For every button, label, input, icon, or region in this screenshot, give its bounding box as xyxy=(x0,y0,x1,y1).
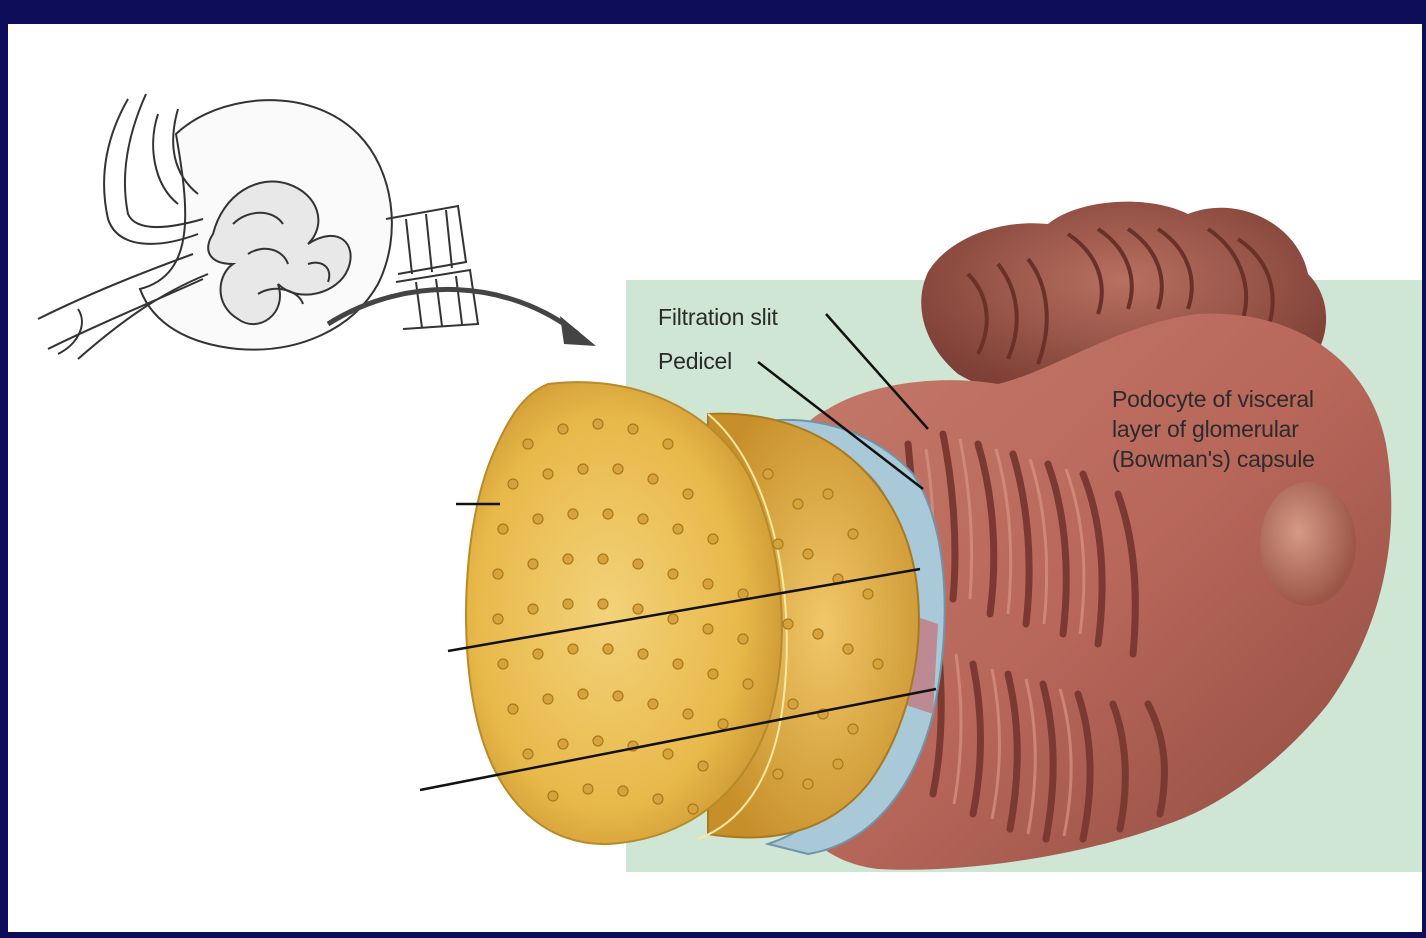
podocyte-label-line-3: (Bowman's) capsule xyxy=(1112,444,1392,474)
podocyte-label-line-2: layer of glomerular xyxy=(1112,414,1392,444)
figure-panel: Filtration slit Pedicel Podocyte of visc… xyxy=(8,24,1422,932)
podocyte-nucleus xyxy=(1260,482,1356,606)
renal-corpuscle-sketch xyxy=(38,94,478,359)
pedicel-label: Pedicel xyxy=(658,346,732,376)
podocyte-label: Podocyte of visceral layer of glomerular… xyxy=(1112,384,1392,474)
glomerular-filtration-membrane-illustration xyxy=(8,24,1422,932)
podocyte-label-line-1: Podocyte of visceral xyxy=(1112,384,1392,414)
filtration-slit-label: Filtration slit xyxy=(658,302,778,332)
arrow-head xyxy=(560,316,596,346)
